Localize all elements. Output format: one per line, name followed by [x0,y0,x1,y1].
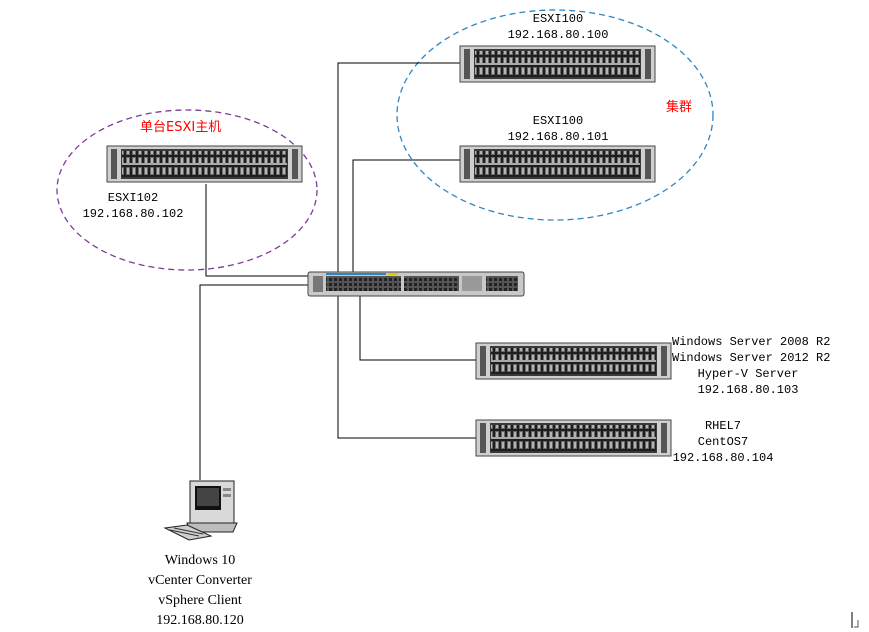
esxi-101-label: ESXI100 192.168.80.101 [507,114,609,144]
rhel-server-icon [475,419,672,457]
esxi-102-label: ESXI102 192.168.80.102 [82,191,184,221]
esxi-100-server-icon [459,45,656,83]
single-host-title: 单台ESXI主机 [140,120,222,135]
network-links [199,62,478,480]
link-rhel [337,294,478,439]
desktop-computer-icon [163,480,238,541]
network-switch-icon [307,271,525,297]
link-esxi-b [352,159,462,276]
cluster-title: 集群 [666,100,693,115]
link-windows-server [359,294,478,361]
return-mark-icon [854,620,859,628]
client-label: Windows 10 vCenter Converter vSphere Cli… [148,553,252,628]
esxi-100-label: ESXI100 192.168.80.100 [507,12,609,42]
windows-server-icon [475,342,672,380]
cluster-ellipse [396,9,714,221]
link-client [199,284,310,480]
link-esxi-single [205,184,310,277]
esxi-101-server-icon [459,145,656,183]
rhel-label: RHEL7 CentOS7 192.168.80.104 [672,419,774,465]
single-host-ellipse [56,109,318,271]
windows-server-label: Windows Server 2008 R2 Windows Server 20… [672,335,831,397]
link-esxi-a [337,62,462,276]
esxi-102-server-icon [106,145,303,183]
